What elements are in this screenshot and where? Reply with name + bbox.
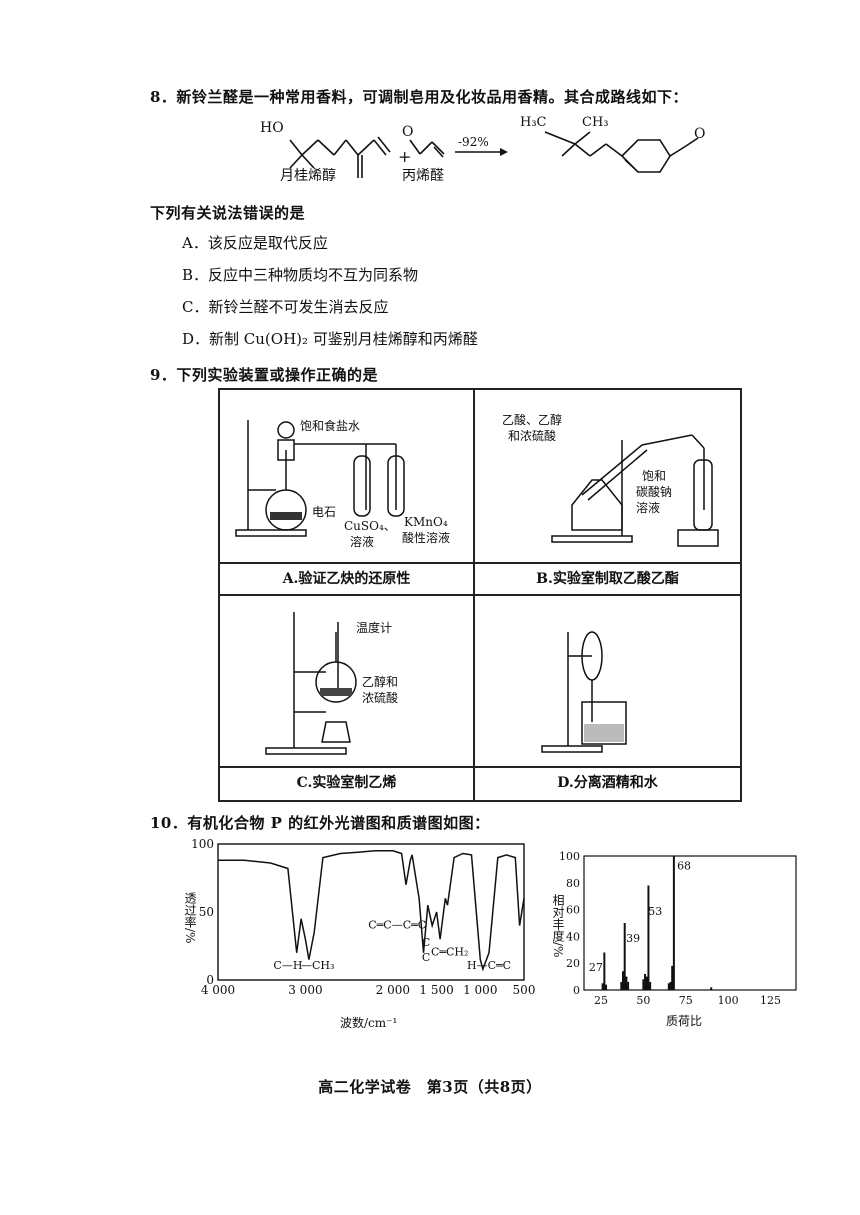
svg-text:酸性溶液: 酸性溶液	[402, 530, 450, 545]
ms-ytick: 40	[566, 930, 580, 943]
svg-text:溶液: 溶液	[636, 500, 660, 515]
ir-xtick: 1 500	[419, 983, 453, 997]
page-footer: 高二化学试卷 第3页（共8页）	[318, 1078, 542, 1096]
ms-ylabel: 相对丰度/%	[551, 894, 565, 958]
ms-ytick: 20	[566, 957, 580, 970]
ms-xtick: 25	[594, 994, 608, 1007]
svg-text:H₃C: H₃C	[520, 115, 547, 130]
ir-ytick: 100	[191, 837, 214, 851]
reactant2-label: 丙烯醛	[402, 168, 444, 184]
svg-text:饱和食盐水: 饱和食盐水	[300, 418, 360, 433]
svg-text:温度计: 温度计	[356, 620, 392, 635]
panel-c-apparatus: 温度计 乙醇和 浓硫酸	[265, 612, 398, 755]
ir-annotation: H—C═C	[467, 959, 511, 972]
ir-xtick: 3 000	[288, 983, 322, 997]
svg-text:乙酸、乙醇: 乙酸、乙醇	[502, 412, 562, 427]
ms-xtick: 125	[760, 994, 781, 1007]
ir-plot-frame	[217, 843, 525, 981]
svg-text:HO: HO	[260, 120, 284, 136]
svg-text:乙醇和: 乙醇和	[362, 674, 398, 689]
ms-xlabel: 质荷比	[666, 1014, 703, 1028]
svg-text:KMnO₄: KMnO₄	[404, 515, 448, 529]
product-structure	[544, 131, 699, 173]
reactant1-label: 月桂烯醇	[280, 167, 336, 184]
ir-ytick: 50	[199, 905, 214, 919]
ms-xtick: 75	[679, 994, 693, 1007]
ms-peak-label: 53	[648, 905, 662, 918]
svg-text:CuSO₄、: CuSO₄、	[344, 519, 396, 533]
ms-peak-label: 68	[677, 859, 691, 872]
q9-apparatus-grid: 饱和食盐水 电石 CuSO₄、 溶液 KMnO₄ 酸性溶液 A.验证乙炔的还原性…	[218, 388, 742, 802]
svg-text:和浓硫酸: 和浓硫酸	[508, 428, 556, 443]
ir-xtick: 500	[513, 983, 536, 997]
ms-peak-label: 27	[589, 961, 603, 974]
svg-text:O: O	[694, 126, 705, 142]
ms-xtick: 100	[718, 994, 739, 1007]
q9-stem: 9．下列实验装置或操作正确的是	[150, 366, 378, 384]
ir-xtick: 4 000	[201, 983, 235, 997]
acrolein-structure	[409, 139, 445, 158]
q8-option-d: D．新制 Cu(OH)₂ 可鉴别月桂烯醇和丙烯醛	[182, 330, 478, 348]
svg-text:电石: 电石	[312, 505, 336, 519]
panel-a-apparatus: 饱和食盐水 电石 CuSO₄、 溶液 KMnO₄ 酸性溶液	[235, 418, 450, 549]
svg-text:O: O	[402, 124, 413, 140]
ir-annotation: C═C—C═C	[368, 918, 426, 931]
yield-label: -92%	[458, 135, 489, 149]
svg-text:浓硫酸: 浓硫酸	[362, 690, 398, 705]
ir-xtick: 1 000	[463, 983, 497, 997]
ir-annotation: C═CH₂	[431, 946, 468, 959]
ir-annotation: C	[422, 936, 430, 949]
ms-ytick: 100	[559, 850, 580, 863]
q10-stem: 10．有机化合物 P 的红外光谱图和质谱图如图：	[150, 814, 490, 832]
svg-text:碳酸钠: 碳酸钠	[636, 484, 672, 499]
q8-option-b: B．反应中三种物质均不互为同系物	[182, 266, 419, 284]
ms-peak-label: 39	[626, 932, 640, 945]
ir-ytick: 0	[206, 973, 214, 987]
svg-text:溶液: 溶液	[350, 534, 374, 549]
panel-b-apparatus: 乙酸、乙醇 和浓硫酸 饱和 碳酸钠 溶液	[502, 412, 719, 547]
ir-xtick: 2 000	[376, 983, 410, 997]
ir-annotation: C	[422, 951, 430, 964]
panel-b-caption: B.实验室制取乙酸乙酯	[536, 571, 679, 587]
ir-annotation: —CH₃	[301, 959, 334, 972]
ir-annotation: C—H	[273, 959, 302, 972]
panel-d-apparatus	[541, 631, 627, 753]
panel-c-caption: C.实验室制乙烯	[296, 775, 397, 791]
myrcenol-structure	[289, 136, 391, 178]
panel-d-caption: D.分离酒精和水	[557, 775, 658, 791]
ir-spectrum-line	[218, 850, 525, 972]
q8-reaction-scheme: HO 月桂烯醇 + O 丙烯醛 -92% H₃C CH₃ O	[260, 115, 705, 184]
ir-ylabel: 透过率/%	[183, 892, 197, 944]
svg-text:饱和: 饱和	[642, 468, 666, 483]
ms-xtick: 50	[636, 994, 650, 1007]
ir-xlabel: 波数/cm⁻¹	[340, 1016, 398, 1030]
ms-ytick: 80	[566, 877, 580, 890]
svg-text:CH₃: CH₃	[582, 115, 609, 130]
q8-prompt: 下列有关说法错误的是	[150, 204, 306, 222]
q8-option-c: C．新铃兰醛不可发生消去反应	[182, 298, 389, 316]
mass-spectrum-svg: 100 80 60 40 20 0 25 50 75 100 125 27 39 53 68	[559, 850, 797, 1007]
ms-plot-frame	[583, 855, 797, 991]
panel-a-caption: A.验证乙炔的还原性	[282, 571, 411, 587]
q8-option-a: A．该反应是取代反应	[182, 234, 328, 252]
ms-ytick: 60	[566, 904, 580, 917]
ms-ytick: 0	[573, 984, 580, 997]
plus-sign: +	[398, 147, 411, 166]
q8-stem: 8．新铃兰醛是一种常用香料，可调制皂用及化妆品用香精。其合成路线如下：	[150, 88, 688, 106]
